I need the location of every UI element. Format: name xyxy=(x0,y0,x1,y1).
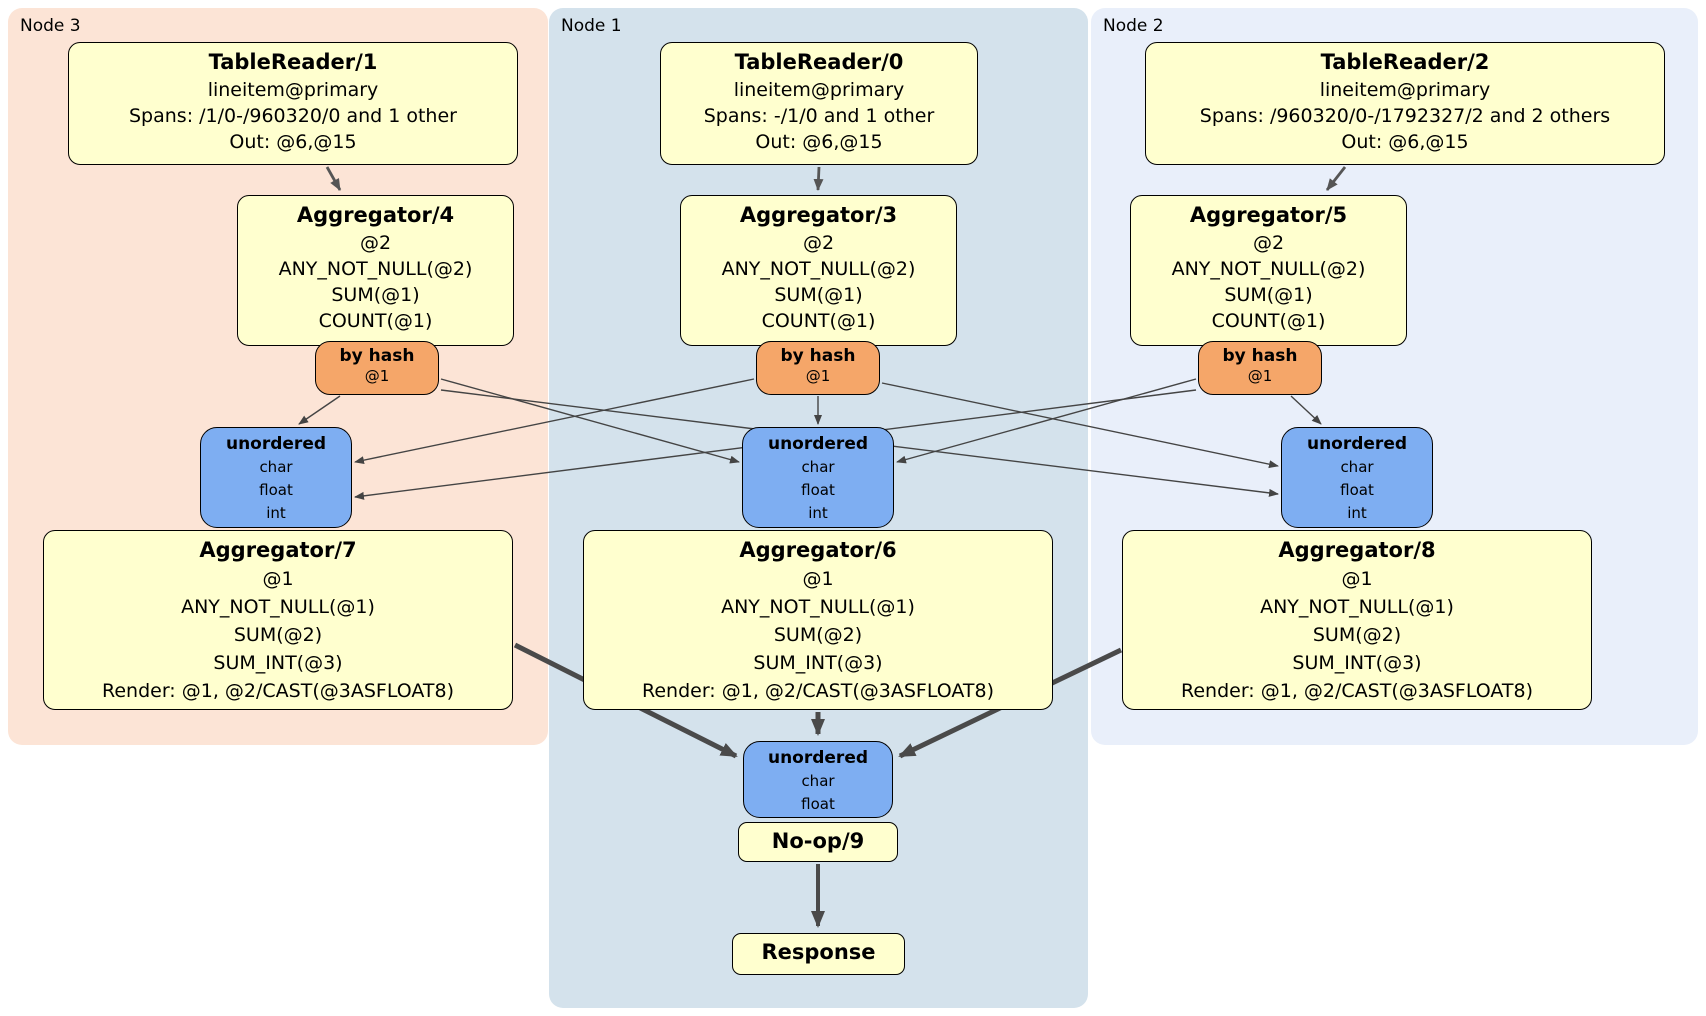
processor-line: lineitem@primary xyxy=(1319,79,1491,101)
sync-line: float xyxy=(259,481,293,499)
processor-line: @2 xyxy=(359,232,392,254)
edge-tr0-agg3 xyxy=(813,166,824,191)
processor-line: Render: @1, @2/CAST(@3ASFLOAT8) xyxy=(102,680,454,702)
sync-line: int xyxy=(808,504,828,522)
processor-line: ANY_NOT_NULL(@2) xyxy=(1171,258,1366,280)
edge-router3-sync8 xyxy=(881,382,1279,469)
edge-tr2-agg5 xyxy=(1325,166,1347,191)
edge-router5-sync6 xyxy=(896,378,1197,464)
processor-response: Response xyxy=(732,933,905,975)
edge-tr1-agg4 xyxy=(325,166,342,191)
sync-unordered-7: unordered char float int xyxy=(200,427,352,528)
processor-line: ANY_NOT_NULL(@2) xyxy=(278,258,473,280)
router-line: @1 xyxy=(364,367,390,385)
processor-line: ANY_NOT_NULL(@1) xyxy=(721,596,915,618)
edge-router4-sync6 xyxy=(440,378,740,464)
processor-tablereader-2: TableReader/2 lineitem@primary Spans: /9… xyxy=(1145,42,1665,165)
sync-line: int xyxy=(1347,504,1367,522)
processor-tablereader-0: TableReader/0 lineitem@primary Spans: -/… xyxy=(660,42,978,165)
processor-line: ANY_NOT_NULL(@1) xyxy=(1260,596,1454,618)
processor-line: SUM(@1) xyxy=(1224,284,1313,306)
processor-line: Spans: /1/0-/960320/0 and 1 other xyxy=(129,105,457,127)
router-by-hash-3: by hash @1 xyxy=(756,341,880,395)
processor-title: TableReader/1 xyxy=(208,50,378,74)
processor-aggregator-7: Aggregator/7 @1 ANY_NOT_NULL(@1) SUM(@2)… xyxy=(43,530,513,710)
sync-line: float xyxy=(801,481,835,499)
processor-line: ANY_NOT_NULL(@2) xyxy=(721,258,916,280)
processor-title: Aggregator/4 xyxy=(296,203,455,227)
node-label: Node 1 xyxy=(561,16,622,36)
router-line: @1 xyxy=(805,367,831,385)
processor-title: Aggregator/8 xyxy=(1278,538,1436,562)
processor-title: Aggregator/7 xyxy=(199,538,357,562)
processor-line: SUM(@2) xyxy=(773,624,863,646)
edge-router3-sync7 xyxy=(354,378,755,465)
processor-line: COUNT(@1) xyxy=(761,310,876,332)
processor-line: SUM(@2) xyxy=(1312,624,1402,646)
processor-line: SUM(@1) xyxy=(774,284,863,306)
processor-title: TableReader/2 xyxy=(1320,50,1490,74)
processor-line: @1 xyxy=(1341,568,1373,590)
processor-line: Render: @1, @2/CAST(@3ASFLOAT8) xyxy=(642,680,994,702)
processor-line: Spans: -/1/0 and 1 other xyxy=(703,105,935,127)
processor-line: @2 xyxy=(1252,232,1285,254)
sync-line: float xyxy=(801,795,835,813)
sync-title: unordered xyxy=(1306,434,1408,454)
processor-line: ANY_NOT_NULL(@1) xyxy=(181,596,375,618)
sync-line: char xyxy=(801,458,835,476)
sync-unordered-6: unordered char float int xyxy=(742,427,894,528)
processor-line: Out: @6,@15 xyxy=(1341,131,1469,153)
node-label: Node 2 xyxy=(1103,16,1164,36)
sync-title: unordered xyxy=(767,434,869,454)
processor-line: @2 xyxy=(802,232,835,254)
processor-line: COUNT(@1) xyxy=(1211,310,1326,332)
processor-aggregator-4: Aggregator/4 @2 ANY_NOT_NULL(@2) SUM(@1)… xyxy=(237,195,514,346)
processor-title: Response xyxy=(761,940,876,964)
processor-aggregator-5: Aggregator/5 @2 ANY_NOT_NULL(@2) SUM(@1)… xyxy=(1130,195,1407,346)
sync-title: unordered xyxy=(225,434,327,454)
processor-title: Aggregator/5 xyxy=(1189,203,1348,227)
sync-line: char xyxy=(1340,458,1374,476)
processor-title: Aggregator/3 xyxy=(739,203,898,227)
sync-title: unordered xyxy=(767,748,869,768)
processor-aggregator-6: Aggregator/6 @1 ANY_NOT_NULL(@1) SUM(@2)… xyxy=(583,530,1053,710)
edge-router4-sync7 xyxy=(298,395,341,425)
processor-line: @1 xyxy=(262,568,294,590)
processor-title: TableReader/0 xyxy=(734,50,904,74)
router-by-hash-4: by hash @1 xyxy=(315,341,439,395)
sync-unordered-8: unordered char float int xyxy=(1281,427,1433,528)
processor-line: @1 xyxy=(802,568,834,590)
processor-aggregator-8: Aggregator/8 @1 ANY_NOT_NULL(@1) SUM(@2)… xyxy=(1122,530,1592,710)
router-title: by hash xyxy=(1222,346,1298,366)
node-label: Node 3 xyxy=(20,16,81,36)
processor-tablereader-1: TableReader/1 lineitem@primary Spans: /1… xyxy=(68,42,518,165)
router-title: by hash xyxy=(339,346,415,366)
processor-line: Spans: /960320/0-/1792327/2 and 2 others xyxy=(1199,105,1611,127)
processor-line: Out: @6,@15 xyxy=(755,131,883,153)
processor-line: lineitem@primary xyxy=(207,79,379,101)
processor-line: COUNT(@1) xyxy=(318,310,433,332)
sync-line: int xyxy=(266,504,286,522)
sync-unordered-final: unordered char float xyxy=(743,741,893,818)
router-line: @1 xyxy=(1247,367,1273,385)
processor-aggregator-3: Aggregator/3 @2 ANY_NOT_NULL(@2) SUM(@1)… xyxy=(680,195,957,346)
processor-line: SUM(@2) xyxy=(233,624,323,646)
sync-line: char xyxy=(801,772,835,790)
processor-line: SUM_INT(@3) xyxy=(753,652,883,674)
processor-title: Aggregator/6 xyxy=(739,538,897,562)
router-title: by hash xyxy=(780,346,856,366)
sync-line: float xyxy=(1340,481,1374,499)
processor-line: SUM_INT(@3) xyxy=(213,652,343,674)
processor-no-op-9: No-op/9 xyxy=(738,822,898,862)
processor-line: SUM(@1) xyxy=(331,284,420,306)
processor-title: No-op/9 xyxy=(771,829,865,853)
processor-line: lineitem@primary xyxy=(733,79,905,101)
processor-line: Render: @1, @2/CAST(@3ASFLOAT8) xyxy=(1181,680,1533,702)
router-by-hash-5: by hash @1 xyxy=(1198,341,1322,395)
processor-line: Out: @6,@15 xyxy=(229,131,357,153)
processor-line: SUM_INT(@3) xyxy=(1292,652,1422,674)
edge-router5-sync8 xyxy=(1290,395,1322,425)
sync-line: char xyxy=(259,458,293,476)
